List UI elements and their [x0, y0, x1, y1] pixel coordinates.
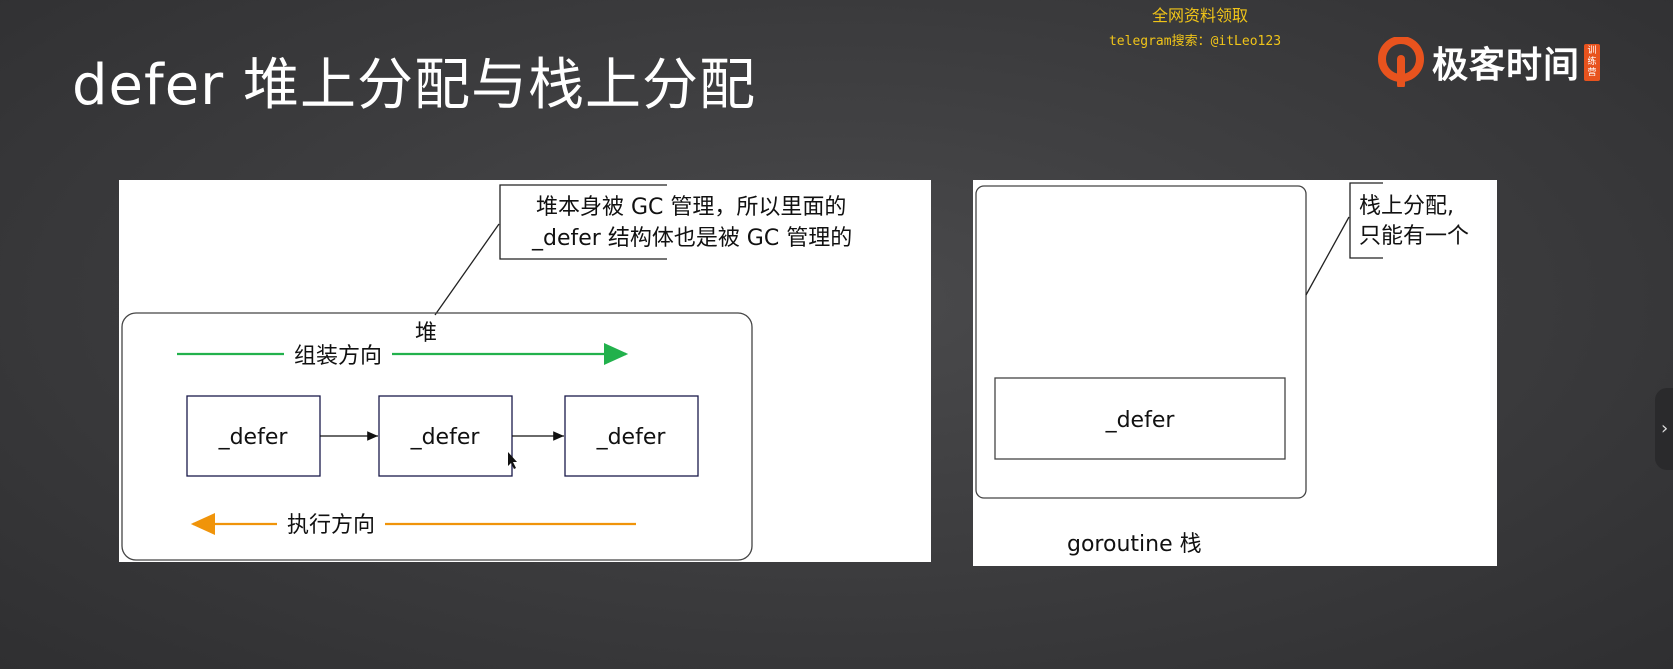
heap-diagram: 堆本身被 GC 管理，所以里面的 _defer 结构体也是被 GC 管理的 堆 … [121, 184, 852, 561]
stack-caption: goroutine 栈 [1067, 532, 1202, 557]
watermark-line-2: telegram搜索：@itLeo123 [1108, 34, 1282, 49]
stack-callout-line-2: 只能有一个 [1359, 224, 1469, 249]
defer-node-3 [564, 395, 699, 477]
stack-diagram: _defer 栈上分配, 只能有一个 goroutine 栈 [975, 182, 1469, 557]
stack-callout-leader [1305, 216, 1350, 296]
mouse-cursor-icon [508, 452, 517, 469]
stack-defer-label: _defer [1105, 408, 1176, 433]
watermark: 全网资料领取 telegram搜索：@itLeo123 [1100, 2, 1300, 49]
stack-callout-line-1: 栈上分配, [1359, 194, 1454, 219]
heap-container [121, 312, 753, 561]
brand-logo: 极客时间 训练营 [1378, 36, 1601, 88]
heap-callout-bracket [499, 184, 667, 260]
execute-label: 执行方向 [287, 513, 375, 538]
next-slide-button[interactable]: › [1655, 388, 1673, 470]
stack-panel: _defer 栈上分配, 只能有一个 goroutine 栈 [973, 180, 1497, 566]
logo-badge: 训练营 [1584, 43, 1601, 81]
chevron-right-icon: › [1661, 418, 1669, 439]
goroutine-stack-container [975, 185, 1307, 499]
heap-callout-line-1: 堆本身被 GC 管理，所以里面的 [536, 195, 846, 220]
watermark-line-1: 全网资料领取 [1151, 6, 1248, 25]
defer-node-2-label: _defer [410, 425, 481, 450]
stack-defer-node [994, 377, 1286, 460]
heap-panel: 堆本身被 GC 管理，所以里面的 _defer 结构体也是被 GC 管理的 堆 … [119, 180, 931, 562]
assemble-label: 组装方向 [294, 344, 382, 369]
logo-text: 极客时间 [1432, 45, 1581, 86]
slide-title: defer 堆上分配与栈上分配 [72, 53, 756, 118]
heap-label: 堆 [415, 321, 437, 346]
heap-callout-leader [434, 223, 500, 316]
defer-node-1-label: _defer [218, 425, 289, 450]
defer-node-2 [378, 395, 513, 477]
stack-callout-bracket [1349, 182, 1383, 259]
geek-time-logo-icon [1378, 37, 1424, 87]
heap-callout-line-2: _defer 结构体也是被 GC 管理的 [531, 226, 852, 251]
defer-node-3-label: _defer [596, 425, 667, 450]
